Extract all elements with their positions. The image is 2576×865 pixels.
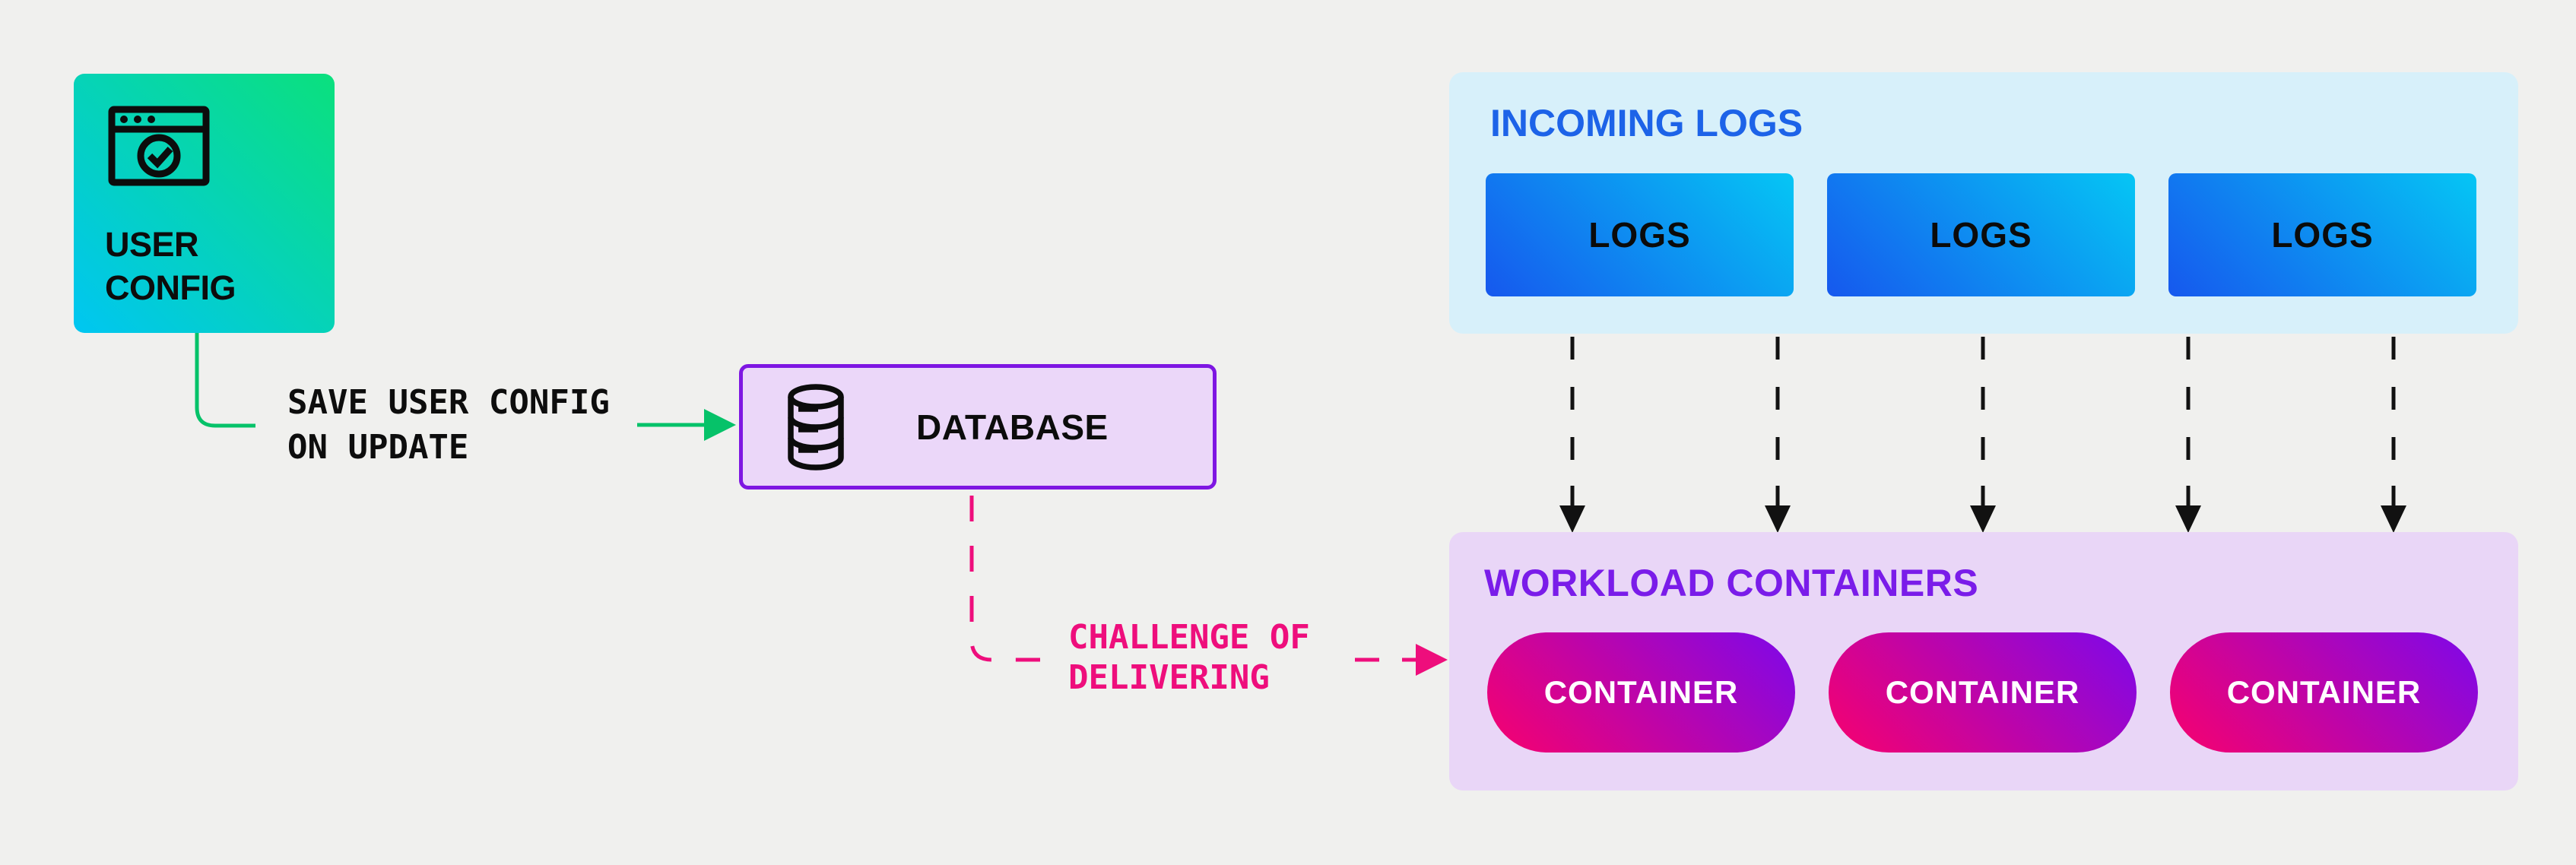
browser-window-check-icon (108, 106, 210, 186)
log-flow-arrow (1970, 337, 1996, 533)
challenge-edge-label-line2: DELIVERING (1068, 658, 1270, 697)
workload-containers-panel: WORKLOAD CONTAINERS CONTAINER CONTAINER … (1449, 532, 2518, 791)
log-flow-arrow (2175, 337, 2201, 533)
log-flow-arrow (1559, 337, 1585, 533)
save-edge-label-line2: ON UPDATE (287, 428, 469, 467)
database-label: DATABASE (916, 407, 1109, 447)
workload-containers-title: WORKLOAD CONTAINERS (1484, 562, 1979, 604)
user-config-label-line2: CONFIG (105, 268, 236, 307)
database-cylinder-icon (788, 383, 844, 471)
container-pill: CONTAINER (1487, 632, 1795, 753)
challenge-edge-label: CHALLENGE OF DELIVERING (1068, 617, 1310, 698)
incoming-logs-row: LOGS LOGS LOGS (1486, 173, 2476, 296)
pink-arrowhead-icon (1416, 644, 1448, 676)
container-pill: CONTAINER (2170, 632, 2478, 753)
challenge-edge-label-line1: CHALLENGE OF (1068, 618, 1310, 657)
log-box: LOGS (2168, 173, 2476, 296)
incoming-logs-panel: INCOMING LOGS LOGS LOGS LOGS (1449, 72, 2518, 334)
incoming-logs-title: INCOMING LOGS (1490, 102, 1804, 144)
log-flow-arrows (1559, 337, 2406, 533)
log-box: LOGS (1827, 173, 2135, 296)
save-edge-label-line1: SAVE USER CONFIG (287, 383, 610, 422)
log-box: LOGS (1486, 173, 1794, 296)
database-node: DATABASE (739, 364, 1217, 490)
user-config-label-line1: USER (105, 225, 199, 264)
green-arrowhead-icon (704, 409, 736, 441)
save-edge-label: SAVE USER CONFIG ON UPDATE (287, 380, 610, 470)
user-config-label: USER CONFIG (105, 223, 236, 309)
log-flow-arrow (1765, 337, 1791, 533)
container-pill: CONTAINER (1829, 632, 2137, 753)
log-flow-arrow (2381, 337, 2406, 533)
user-config-node: USER CONFIG (74, 74, 335, 333)
container-row: CONTAINER CONTAINER CONTAINER (1487, 632, 2478, 753)
